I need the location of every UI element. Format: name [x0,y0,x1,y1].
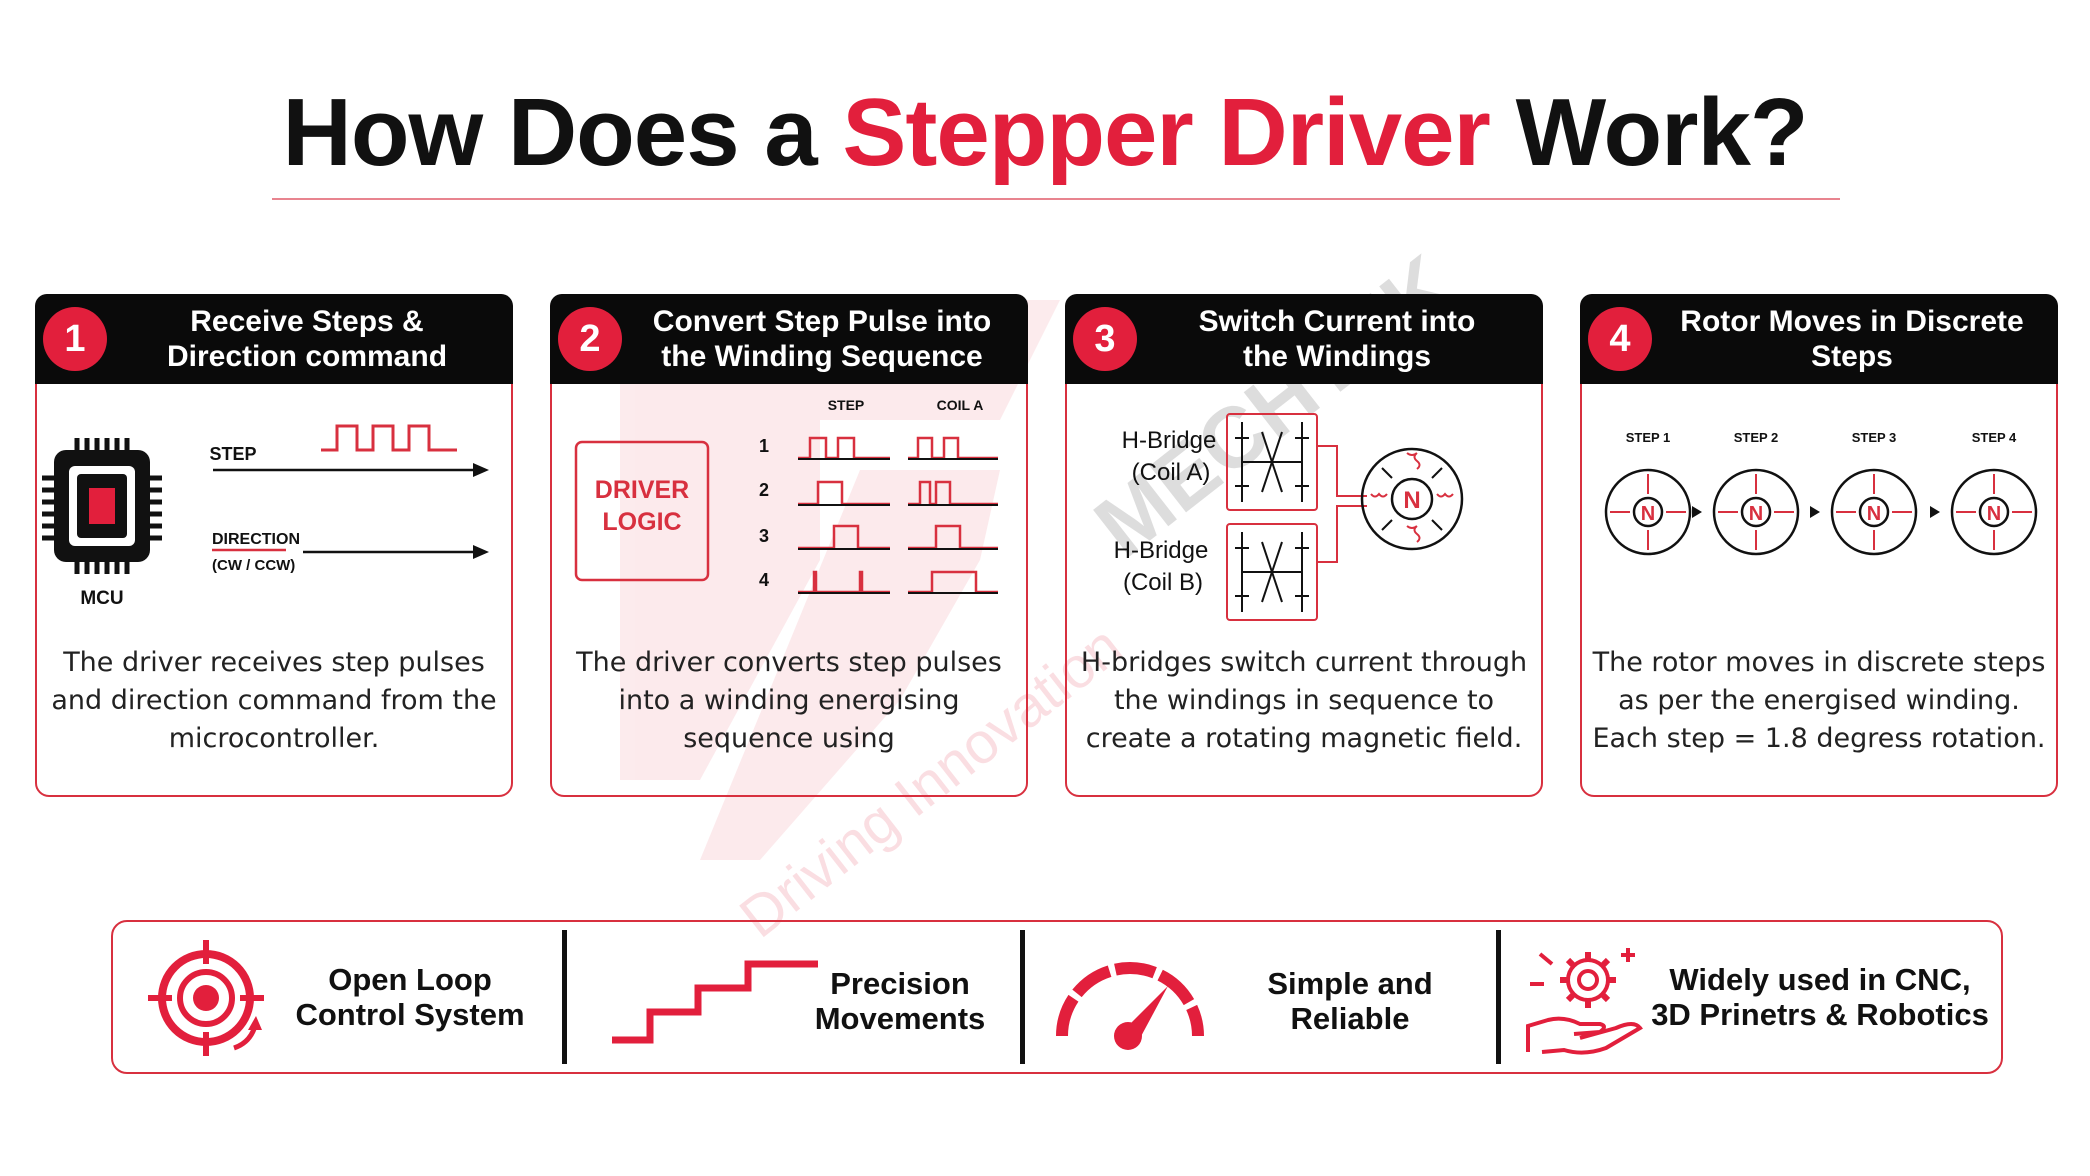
rotor-steps-diagram: STEP 1 STEP 2 STEP 3 STEP 4 N N N N [1604,430,2038,556]
step-arrow [1692,506,1702,518]
driver-logic-diagram: DRIVER LOGIC STEP COIL A 1 2 3 4 [574,397,998,594]
card-header: 1 Receive Steps &Direction command [35,294,513,384]
title-accent: Stepper Driver [842,79,1491,186]
rotor-icon: N [1712,468,1800,556]
rotor-2-pole: N [1749,503,1763,525]
step-arrow [1810,506,1820,518]
features-bar [111,920,2003,1074]
title-post: Work? [1515,79,1809,186]
feature-divider [1496,930,1501,1064]
coil-wires [1317,445,1367,563]
sequence-row-1: 1 [759,436,769,456]
rotor-4-pole: N [1987,503,2001,525]
gear-hand-icon [1526,948,1643,1055]
step-arrow [1930,506,1940,518]
coil-a-label: (Coil A) [1132,459,1211,486]
stepper-motor-icon: N [1360,447,1464,551]
step-column-header: STEP [828,397,865,413]
sequence-row-2: 2 [759,480,769,500]
title-pre: How Does a [282,79,818,186]
rotor-3-pole: N [1867,503,1881,525]
cwccw-label: (CW / CCW) [212,557,295,574]
rotor-icon: N [1604,468,1692,556]
step-pulse-wave [321,424,457,452]
sequence-row-4: 4 [759,570,769,590]
h-bridge-a-label: H-Bridge [1122,427,1217,454]
direction-label: DIRECTION [212,531,300,548]
step-number-badge: 4 [1588,307,1652,371]
page-title: How Does a Stepper Driver Work? [0,78,2090,188]
h-bridge-a-circuit [1226,413,1318,511]
h-bridge-b-circuit [1226,523,1318,621]
microchip-icon [42,438,162,574]
step-waveforms [798,436,890,594]
target-icon [148,940,264,1056]
rotor-icon: N [1830,468,1918,556]
step-card-1: 1 Receive Steps &Direction command MCU S… [35,294,513,797]
h-bridge-diagram: H-Bridge (Coil A) H-Bridge (Coil B) [1114,413,1464,621]
rotor-icon: N [1950,468,2038,556]
rotor-step-2-label: STEP 2 [1734,430,1779,445]
step-label: STEP [209,444,256,464]
rotor-1-pole: N [1641,503,1655,525]
step-arrow [213,463,489,477]
step-number-badge: 1 [43,307,107,371]
speedometer-icon [1056,962,1204,1050]
driver-logic-box [574,440,710,582]
mcu-label: MCU [80,588,123,609]
h-bridge-b-label: H-Bridge [1114,537,1209,564]
rotor-step-3-label: STEP 3 [1852,430,1897,445]
driver-label: DRIVER [595,476,689,504]
sequence-row-3: 3 [759,526,769,546]
logic-label: LOGIC [602,508,681,536]
rotor-step-4-label: STEP 4 [1972,430,2017,445]
step-number-badge: 3 [1073,307,1137,371]
feature-divider [562,930,567,1064]
mcu-signal-diagram: MCU STEP DIRECTION (CW / CCW) [42,424,489,609]
rotor-step-1-label: STEP 1 [1626,430,1671,445]
feature-widely-used: Widely used in CNC,3D Prinetrs & Robotic… [1651,962,1989,1032]
coil-a-waveforms [908,436,998,594]
feature-divider [1020,930,1025,1064]
north-pole-label: N [1403,487,1420,514]
card-title: Receive Steps &Direction command [166,305,448,373]
coil-a-column-header: COIL A [937,397,984,413]
step-number-badge: 2 [558,307,622,371]
direction-arrow [303,545,489,559]
title-underline [272,198,1840,200]
staircase-icon [612,960,818,1044]
coil-b-label: (Coil B) [1123,569,1203,596]
waveform-baselines [798,458,998,594]
